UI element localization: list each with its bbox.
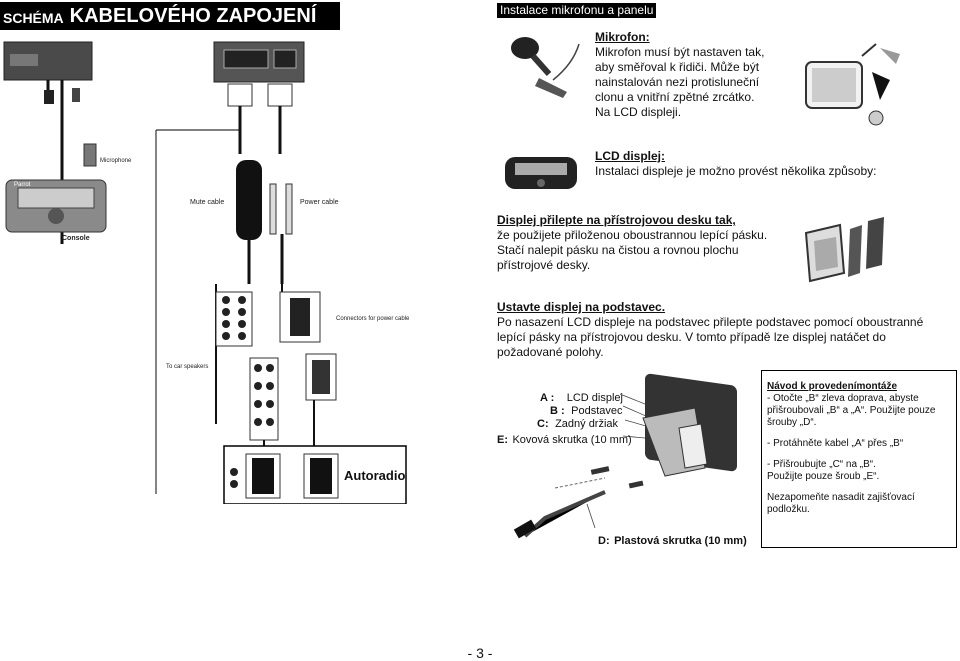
microphone-line: aby směřoval k řidiči. Může být [595, 60, 760, 74]
installation-guide: Návod k provedenímontáže - Otočte „B“ zl… [761, 370, 957, 548]
microphone-line: nainstalován nezi protisluneční [595, 75, 760, 89]
lcd-title: LCD displej: [595, 149, 666, 163]
guide-line: - Otočte „B“ zleva doprava, abyste [767, 393, 919, 404]
microphone-line: Na LCD displeji. [595, 105, 682, 119]
part-name: Podstavec [571, 405, 623, 417]
part-key: D: [598, 535, 610, 547]
option-adhesive-line: přístrojové desky. [497, 258, 591, 272]
microphone-line: Mikrofon musí být nastaven tak, [595, 45, 765, 59]
guide-line: - Přišroubujte „C“ na „B“. [767, 459, 876, 470]
guide-line: - Protáhněte kabel „A“ přes „B“ [767, 438, 904, 449]
part-label-c: C: Zadný držiak [537, 414, 618, 432]
option-adhesive-line: Stačí nalepit pásku na čistou a rovnou p… [497, 243, 739, 257]
diagram-title-big: KABELOVÉHO ZAPOJENÍ [69, 5, 317, 27]
part-key: A : [540, 392, 555, 404]
part-name: LCD displej [566, 392, 623, 404]
guide-title: Návod k provedenímontáže [767, 381, 898, 392]
wiring-diagram: Microphone Parrot Console Mute cable Pow… [3, 41, 410, 504]
radio-label: Autoradio [344, 468, 405, 483]
power-cable-label: Power cable [300, 199, 339, 206]
svg-text:Microphone: Microphone [100, 158, 132, 164]
part-label-d: D: Plastová skrutka (10 mm) [598, 531, 747, 549]
part-name: Plastová skrutka (10 mm) [614, 535, 747, 547]
adhesive-pads-image [804, 217, 884, 283]
part-name: Kovová skrutka (10 mm) [512, 434, 632, 446]
guide-line: Použijte pouze šroub „E“. [767, 471, 880, 482]
speakers-label: To car speakers [166, 364, 208, 370]
part-key: C: [537, 418, 549, 430]
lcd-display-image [505, 157, 577, 189]
diagram-title-small: SCHÉMA [3, 10, 64, 26]
part-key: B : [550, 405, 565, 417]
option-stand-line: požadované polohy. [497, 345, 604, 359]
option-stand: Ustavte displej na podstavec. Po nasazen… [497, 300, 923, 360]
part-label-a: A : LCD displej [540, 388, 623, 406]
part-label-b: B : Podstavec [550, 401, 623, 419]
option-stand-line: lepící pásky na přístrojovou desku. V to… [497, 330, 886, 344]
page-number: - 3 - [467, 645, 493, 661]
diagram-title: SCHÉMA KABELOVÉHO ZAPOJENÍ [0, 2, 340, 30]
phone-unit-label: Parrot [14, 182, 31, 188]
section-title: Instalace mikrofonu a panelu [497, 3, 657, 18]
part-key: E: [497, 434, 508, 446]
part-label-e: E: Kovová skrutka (10 mm) [497, 430, 632, 448]
microphone-line: clonu a vnitřní zpětné zrcátko. [595, 90, 755, 104]
option-adhesive-title: Displej přilepte na přístrojovou desku t… [497, 213, 736, 227]
microphone-image [511, 37, 580, 98]
part-name: Zadný držiak [555, 418, 619, 430]
mirror-mount-image [805, 43, 900, 126]
option-adhesive-line: že použijete přiloženou oboustrannou lep… [497, 228, 768, 242]
guide-line: šrouby „D“. [767, 417, 817, 428]
guide-line: Nezapomeňte nasadit zajišťovací podložku… [767, 492, 915, 515]
option-adhesive: Displej přilepte na přístrojovou desku t… [497, 213, 767, 273]
mute-cable-label: Mute cable [190, 199, 224, 206]
guide-line: přišroubovali „B“ a „A“. Použijte pouze [767, 405, 936, 416]
mount-parts-diagram [513, 373, 737, 539]
connectors-label: Connectors for power cable [336, 316, 410, 322]
option-stand-title: Ustavte displej na podstavec. [497, 300, 666, 314]
microphone-title: Mikrofon: [595, 30, 650, 44]
microphone-section: Mikrofon: Mikrofon musí být nastaven tak… [595, 30, 764, 120]
console-label: Console [62, 235, 90, 242]
lcd-section: LCD displej: Instalaci displeje je možno… [595, 149, 876, 179]
lcd-intro: Instalaci displeje je možno provést něko… [595, 164, 877, 178]
option-stand-line: Po nasazení LCD displeje na podstavec př… [497, 315, 924, 329]
